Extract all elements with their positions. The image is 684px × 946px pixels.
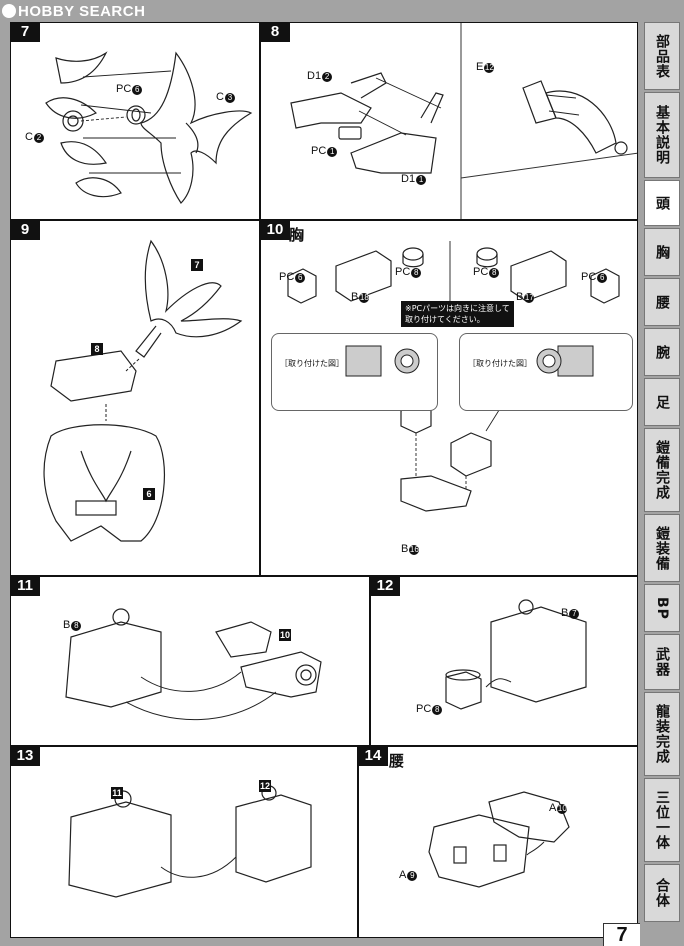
tab-basic-explanation[interactable]: 基本説明 bbox=[644, 92, 680, 178]
attached-view-drawings bbox=[345, 345, 594, 377]
logo-icon bbox=[2, 4, 16, 18]
logo-text: HOBBY SEARCH bbox=[18, 3, 146, 20]
step-number: 8 bbox=[261, 23, 290, 42]
tab-armor-complete[interactable]: 鎧備完成 bbox=[644, 428, 680, 512]
ref-label-7: 7 bbox=[191, 259, 203, 271]
ref-label-12: 12 bbox=[259, 780, 271, 792]
tab-combine[interactable]: 合体 bbox=[644, 864, 680, 922]
pc-orientation-note: ※PCパーツは向きに注意して取り付けてください。 bbox=[401, 301, 514, 327]
step-9-panel: 9 7 8 6 bbox=[10, 220, 260, 576]
step-13-panel: 13 11 12 bbox=[10, 746, 358, 938]
step-8-illustration bbox=[290, 23, 637, 219]
chapter-index-sidebar: 部品表 基本説明 頭 胸 腰 腕 足 鎧備完成 鎧装備 BP 武器 龍装完成 三… bbox=[644, 22, 680, 938]
step-7-illustration bbox=[45, 51, 253, 204]
tab-head[interactable]: 頭 bbox=[644, 180, 680, 226]
step-title: 胸 bbox=[289, 226, 305, 244]
tab-armor-equip[interactable]: 鎧装備 bbox=[644, 514, 680, 582]
step-10-panel: 10 胸 PC bbox=[260, 220, 638, 576]
tab-waist[interactable]: 腰 bbox=[644, 278, 680, 326]
tab-trinity[interactable]: 三位一体 bbox=[644, 778, 680, 862]
header-bar: HOBBY SEARCH bbox=[0, 0, 684, 22]
tab-leg[interactable]: 足 bbox=[644, 378, 680, 426]
ref-label-8: 8 bbox=[91, 343, 103, 355]
ref-label-11: 11 bbox=[111, 787, 123, 799]
page-number: 7 bbox=[603, 923, 640, 946]
step-number: 14 bbox=[359, 747, 388, 766]
step-title: 腰 bbox=[389, 752, 405, 770]
step-number: 9 bbox=[11, 221, 40, 240]
step-14-illustration bbox=[428, 791, 570, 888]
step-12-illustration bbox=[445, 599, 587, 710]
step-number: 11 bbox=[11, 577, 40, 596]
tab-bp[interactable]: BP bbox=[644, 584, 680, 632]
tab-chest[interactable]: 胸 bbox=[644, 228, 680, 276]
step-9-illustration bbox=[43, 239, 243, 542]
step-number: 13 bbox=[11, 747, 40, 766]
step-11-illustration bbox=[65, 608, 322, 721]
tab-arm[interactable]: 腕 bbox=[644, 328, 680, 376]
step-number: 10 bbox=[261, 221, 290, 240]
step-number: 7 bbox=[11, 23, 40, 42]
ref-label-6: 6 bbox=[143, 488, 155, 500]
step-13-illustration bbox=[68, 785, 312, 898]
tab-weapons[interactable]: 武器 bbox=[644, 634, 680, 690]
ref-label-10: 10 bbox=[279, 629, 291, 641]
tab-dragon-armor-complete[interactable]: 龍装完成 bbox=[644, 692, 680, 776]
site-logo: HOBBY SEARCH bbox=[2, 3, 146, 20]
tab-parts-list[interactable]: 部品表 bbox=[644, 22, 680, 90]
step-number: 12 bbox=[371, 577, 400, 596]
